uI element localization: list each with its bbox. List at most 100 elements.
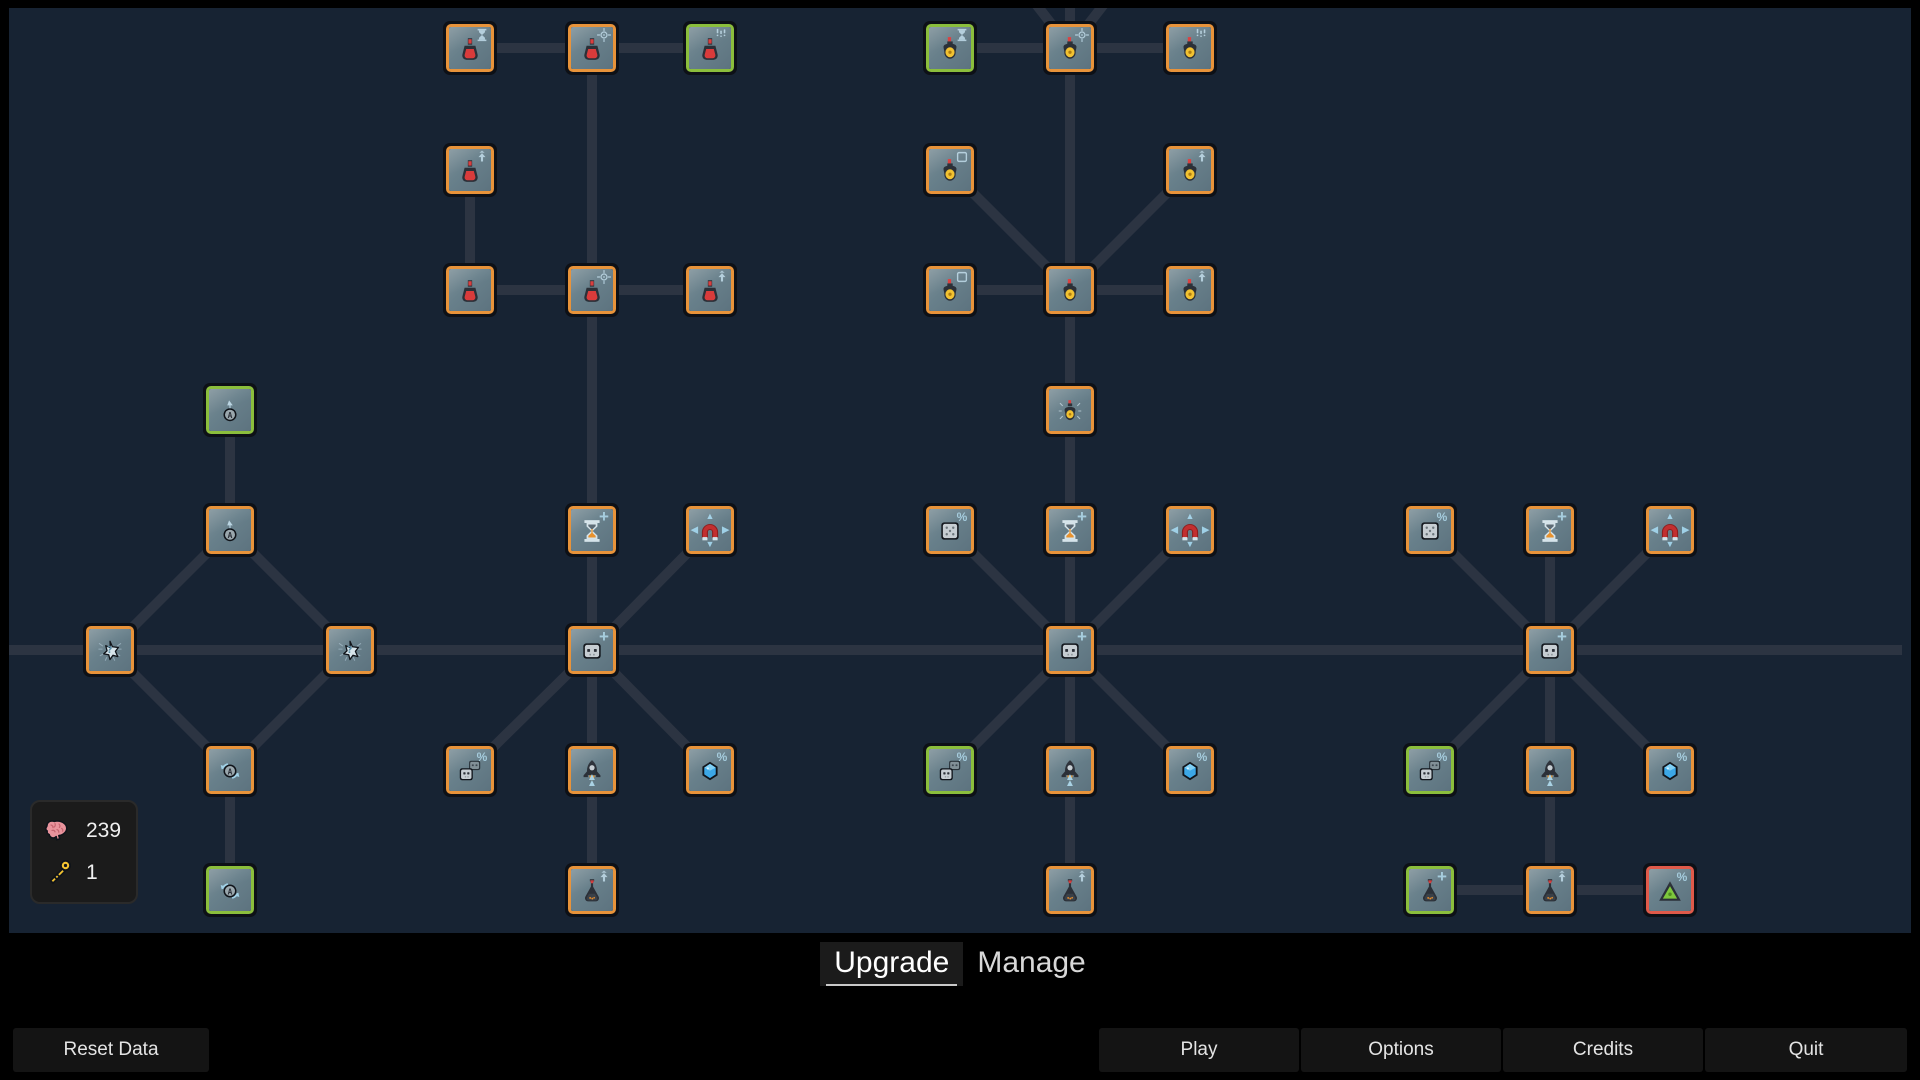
blue-gem-icon <box>1177 758 1203 784</box>
resource-brain: 239 <box>44 814 124 848</box>
node-face <box>1169 149 1211 191</box>
upgrade-node-potion-flask-2[interactable] <box>1043 863 1097 917</box>
upgrade-node-ability-cooldown-1[interactable] <box>203 743 257 797</box>
upgrade-node-bomb-accuracy[interactable] <box>1043 21 1097 75</box>
upgrade-node-bomb-arrow-3[interactable] <box>1163 263 1217 317</box>
play-button[interactable]: Play <box>1099 1028 1299 1072</box>
crosshair-badge <box>597 270 611 284</box>
upgrade-node-bomb-arrow-up[interactable] <box>923 143 977 197</box>
upgrade-node-potion-flask-3[interactable]: + <box>1403 863 1457 917</box>
upgrade-node-cube-pct-2[interactable]: % <box>1403 503 1457 557</box>
upgrade-node-hourglass-plus-3[interactable]: + <box>1523 503 1577 557</box>
upgrade-tree-canvas[interactable]: + ▲▼◀▶% + ▲▼◀▶% + ▲▼◀▶ + + +% ▲▲%% ▲▲%% ▲▲% +% <box>9 8 1911 933</box>
upgrade-node-potion-duration[interactable] <box>443 21 497 75</box>
upgrade-node-potion-flask-1[interactable] <box>565 863 619 917</box>
red-flask-icon <box>697 278 723 304</box>
red-flask-icon <box>697 36 723 62</box>
quit-button[interactable]: Quit <box>1705 1028 1907 1072</box>
percent-badge: % <box>476 750 488 764</box>
node-face: % <box>929 749 971 791</box>
node-frame: ▲▲ <box>1046 746 1094 794</box>
upgrade-node-potion-accuracy-2[interactable] <box>565 263 619 317</box>
credits-button[interactable]: Credits <box>1503 1028 1703 1072</box>
upgrade-node-gem-pct-2[interactable]: % <box>1163 743 1217 797</box>
plus-badge: + <box>599 509 609 526</box>
percent-badge: % <box>1676 870 1688 884</box>
upgrade-node-gem-pct-1[interactable]: % <box>683 743 737 797</box>
upgrade-node-bomb-unlock[interactable] <box>1043 383 1097 437</box>
node-frame <box>686 24 734 72</box>
upgrade-node-bomb-sparkle[interactable] <box>1163 21 1217 75</box>
upgrade-node-rocket-2[interactable]: ▲▲ <box>1043 743 1097 797</box>
node-frame <box>926 146 974 194</box>
hourglass-icon <box>1537 518 1563 544</box>
bomb-icon <box>1177 36 1203 62</box>
upgrade-node-potion-plain[interactable] <box>443 263 497 317</box>
robot-icon <box>579 638 605 664</box>
upgrade-node-potion-arrow-2[interactable] <box>683 263 737 317</box>
arrow-up-badge <box>1198 150 1206 162</box>
node-face <box>929 269 971 311</box>
node-frame <box>206 866 254 914</box>
upgrade-node-hub-robot-3[interactable]: + <box>1523 623 1577 677</box>
upgrade-node-rocket-3[interactable]: ▲▲ <box>1523 743 1577 797</box>
node-face: + <box>571 629 613 671</box>
node-face: ▲▲ <box>571 749 613 791</box>
upgrade-node-rocket-1[interactable]: ▲▲ <box>565 743 619 797</box>
upgrade-node-hub-robot-1[interactable]: + <box>565 623 619 677</box>
upgrade-node-robot-pair-1[interactable]: % <box>443 743 497 797</box>
upgrade-node-robot-pair-2[interactable]: % <box>923 743 977 797</box>
node-face <box>571 269 613 311</box>
upgrade-node-hub-robot-2[interactable]: + <box>1043 623 1097 677</box>
upgrade-node-ability-up-1[interactable] <box>203 383 257 437</box>
upgrade-node-magnet-1[interactable]: ▲▼◀▶ <box>683 503 737 557</box>
upgrade-node-potion-arrow-up[interactable] <box>443 143 497 197</box>
upgrade-node-mystery-left[interactable] <box>83 623 137 677</box>
upgrade-node-bomb-arrow-up-2[interactable] <box>1163 143 1217 197</box>
bomb-icon <box>1177 278 1203 304</box>
node-face <box>329 629 371 671</box>
node-face <box>689 269 731 311</box>
upgrade-node-hourglass-plus-2[interactable]: + <box>1043 503 1097 557</box>
node-face <box>209 749 251 791</box>
plus-badge: + <box>599 629 609 646</box>
plus-badge: + <box>1437 869 1447 886</box>
upgrade-node-potion-accuracy[interactable] <box>565 21 619 75</box>
percent-badge: % <box>956 510 968 524</box>
upgrade-node-magnet-3[interactable]: ▲▼◀▶ <box>1643 503 1697 557</box>
upgrade-node-mystery-right[interactable] <box>323 623 377 677</box>
node-frame <box>326 626 374 674</box>
node-frame <box>1046 386 1094 434</box>
upgrade-node-potion-sparkle[interactable] <box>683 21 737 75</box>
node-frame: + <box>568 626 616 674</box>
tab-manage[interactable]: Manage <box>963 942 1099 986</box>
upgrade-node-ability-cooldown-2[interactable] <box>203 863 257 917</box>
upgrade-node-magnet-2[interactable]: ▲▼◀▶ <box>1163 503 1217 557</box>
upgrade-node-robot-pair-3[interactable]: % <box>1403 743 1457 797</box>
arrow-up-badge <box>1198 270 1206 282</box>
options-button[interactable]: Options <box>1301 1028 1501 1072</box>
upgrade-node-hourglass-plus-1[interactable]: + <box>565 503 619 557</box>
node-face: ▲▼◀▶ <box>689 509 731 551</box>
resource-key: 1 <box>44 856 124 890</box>
upgrade-node-ability-up-2[interactable] <box>203 503 257 557</box>
node-frame <box>926 24 974 72</box>
dark-flask-icon <box>1537 878 1563 904</box>
bomb-icon <box>937 36 963 62</box>
upgrade-node-potion-flask-4[interactable] <box>1523 863 1577 917</box>
tab-upgrade[interactable]: Upgrade <box>820 942 964 986</box>
brain-icon <box>44 817 74 845</box>
node-frame: % <box>1406 746 1454 794</box>
upgrade-node-bomb-center[interactable] <box>1043 263 1097 317</box>
upgrade-node-acid-pct[interactable]: % <box>1643 863 1697 917</box>
upgrade-node-bomb-duration[interactable] <box>923 21 977 75</box>
reset-data-button[interactable]: Reset Data <box>13 1028 209 1072</box>
upgrade-node-gem-pct-3[interactable]: % <box>1643 743 1697 797</box>
node-frame <box>1526 866 1574 914</box>
upgrade-node-cube-pct-1[interactable]: % <box>923 503 977 557</box>
bomb-icon <box>1177 158 1203 184</box>
node-face: ▲▲ <box>1049 749 1091 791</box>
upgrade-node-bomb-square[interactable] <box>923 263 977 317</box>
node-frame <box>1046 866 1094 914</box>
chevron-up-icon: ▲▲ <box>1065 772 1075 789</box>
